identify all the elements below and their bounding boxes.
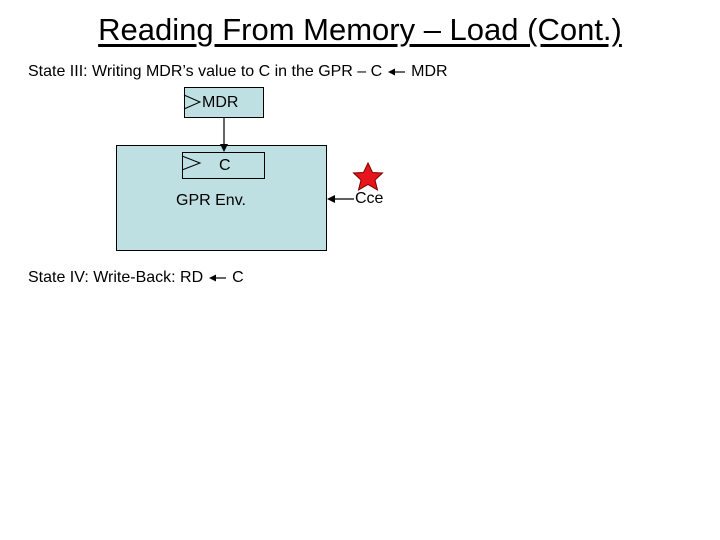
gpr-label: GPR Env.	[176, 192, 246, 209]
state-4-text: State IV: Write-Back: RD	[28, 269, 204, 286]
mdr-register	[184, 87, 264, 118]
mdr-label: MDR	[202, 94, 239, 111]
c-label: C	[219, 157, 231, 174]
state-3-text: State III: Writing MDR’s value to C in t…	[28, 63, 383, 80]
left-arrow-icon	[387, 68, 405, 76]
state-3-description: State III: Writing MDR’s value to C in t…	[28, 63, 448, 81]
c-register	[182, 152, 265, 179]
state-3-target: MDR	[411, 63, 448, 80]
c-clock-icon	[181, 155, 202, 171]
left-arrow-icon	[208, 274, 226, 282]
mdr-clock-icon	[183, 94, 202, 110]
cce-label: Cce	[355, 190, 384, 207]
state-4-target: C	[232, 269, 244, 286]
state-4-description: State IV: Write-Back: RD C	[28, 269, 244, 287]
star-icon	[352, 161, 384, 192]
mdr-to-c-arrowhead	[220, 144, 228, 152]
slide-title: Reading From Memory – Load (Cont.)	[98, 12, 622, 47]
cce-arrowhead	[327, 195, 335, 203]
